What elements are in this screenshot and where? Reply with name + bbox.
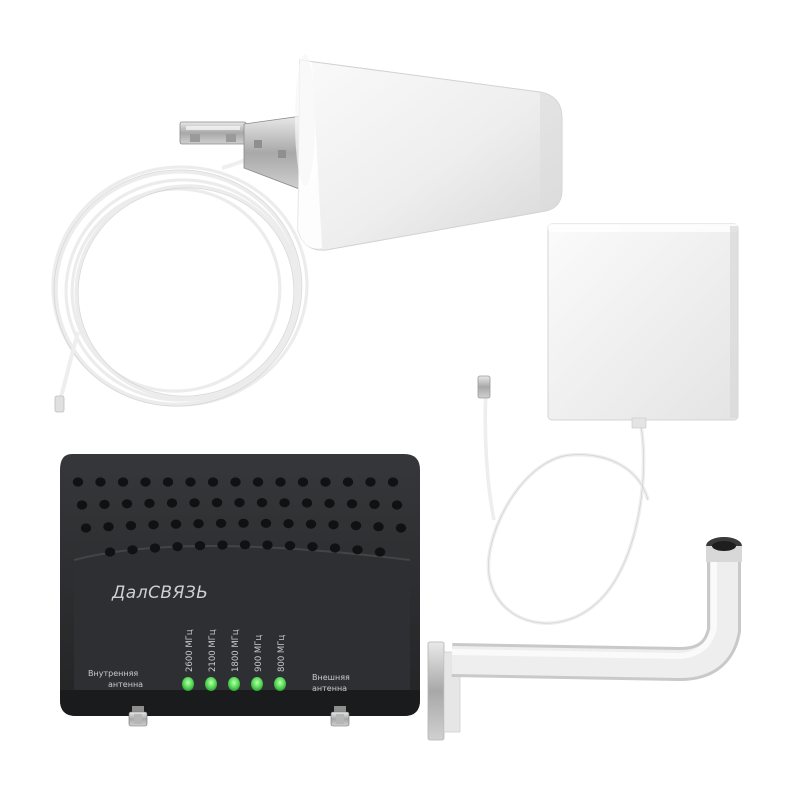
vent-hole [148, 520, 159, 530]
vent-hole [144, 498, 155, 508]
vent-hole [373, 522, 384, 532]
outdoor-antenna-radome [297, 59, 563, 251]
vent-hole [104, 547, 116, 557]
vent-hole [189, 498, 200, 508]
vent-hole [230, 477, 241, 487]
vent-hole [121, 499, 133, 509]
vent-hole [275, 477, 286, 487]
vent-hole [211, 498, 223, 508]
vent-hole [217, 540, 228, 550]
led-indicator [228, 677, 240, 691]
indoor-antenna-cable [483, 387, 650, 625]
vent-hole [301, 498, 313, 508]
vent-hole [369, 499, 380, 509]
indoor-antenna-rf-port [128, 706, 148, 727]
indoor-antenna-port-label: Внутренняя [88, 669, 138, 678]
vent-hole [279, 498, 290, 508]
frequency-label: 800 МГц [277, 635, 287, 672]
vent-hole [95, 477, 106, 487]
vent-hole [283, 519, 294, 529]
indoor-antenna-panel [547, 223, 739, 421]
led-indicator [182, 677, 194, 691]
vent-hole [185, 477, 196, 487]
signal-repeater-unit: ДалСВЯЗЬ 2600 МГц 2100 МГц 1800 МГц 900 … [60, 454, 420, 727]
vent-hole [207, 477, 219, 487]
vent-hole [103, 522, 114, 532]
led-indicator [205, 677, 217, 691]
vent-hole [193, 519, 204, 529]
vent-hole [239, 540, 251, 550]
vent-hole [387, 477, 399, 487]
vent-hole [99, 499, 110, 509]
vent-hole [374, 547, 386, 557]
outdoor-antenna-cable-coil [51, 165, 309, 407]
repeater-brand-logo: ДалСВЯЗЬ [111, 583, 208, 603]
outdoor-antenna-cable-connector [54, 395, 65, 413]
vent-hole [307, 542, 318, 552]
vent-hole [252, 477, 264, 487]
vent-hole [80, 523, 92, 533]
frequency-label: 900 МГц [254, 635, 264, 672]
vent-hole [194, 541, 206, 551]
vent-hole [284, 541, 296, 551]
frequency-label: 2600 МГц [185, 629, 195, 672]
vent-hole [320, 477, 331, 487]
vent-hole [305, 519, 317, 529]
vent-hole [346, 499, 358, 509]
vent-hole [76, 500, 88, 510]
frequency-labels: 2600 МГц 2100 МГц 1800 МГц 900 МГц 800 М… [185, 629, 287, 672]
vent-hole [170, 519, 182, 529]
vent-hole [117, 477, 129, 487]
vent-hole [297, 477, 309, 487]
vent-hole [234, 498, 245, 508]
vent-hole [260, 518, 272, 528]
outdoor-antenna-rf-port [330, 706, 350, 727]
vent-hole [166, 498, 178, 508]
led-indicator [251, 677, 263, 691]
outdoor-antenna-cable-lead [58, 331, 80, 401]
vent-hole [328, 520, 339, 530]
vent-hole [127, 545, 138, 555]
indoor-antenna-cable-connector [477, 375, 491, 399]
vent-hole [72, 477, 84, 487]
l-shaped-wall-mount [427, 537, 742, 741]
outdoor-antenna-port-label: Внешняя [312, 673, 350, 682]
vent-hole [395, 523, 407, 533]
frequency-label: 1800 МГц [231, 629, 241, 672]
outdoor-antenna-port-label-line2: антенна [312, 684, 347, 693]
vent-hole [140, 477, 151, 487]
vent-hole [350, 521, 362, 531]
outdoor-antenna-mount-bracket [179, 115, 303, 191]
vent-hole [162, 477, 174, 487]
vent-hole [172, 542, 183, 552]
vent-hole [149, 543, 161, 553]
vent-hole [125, 521, 137, 531]
vent-hole [238, 518, 249, 528]
indoor-panel-antenna [477, 223, 739, 625]
vent-hole [256, 498, 268, 508]
vent-hole [329, 543, 341, 553]
vent-hole [352, 545, 363, 555]
vent-hole [324, 498, 335, 508]
wall-mount-base-plate [427, 641, 445, 741]
vent-hole [365, 477, 376, 487]
band-indicator-leds [182, 677, 286, 691]
frequency-label: 2100 МГц [208, 629, 218, 672]
repeater-front-panel [74, 546, 410, 690]
vent-hole [215, 518, 227, 528]
outdoor-directional-antenna [51, 54, 563, 413]
repeater-vent-holes [72, 477, 407, 557]
vent-hole [391, 500, 403, 510]
indoor-antenna-port-label-line2: антенна [108, 680, 143, 689]
led-indicator [274, 677, 286, 691]
vent-hole [262, 540, 273, 550]
vent-hole [342, 477, 354, 487]
